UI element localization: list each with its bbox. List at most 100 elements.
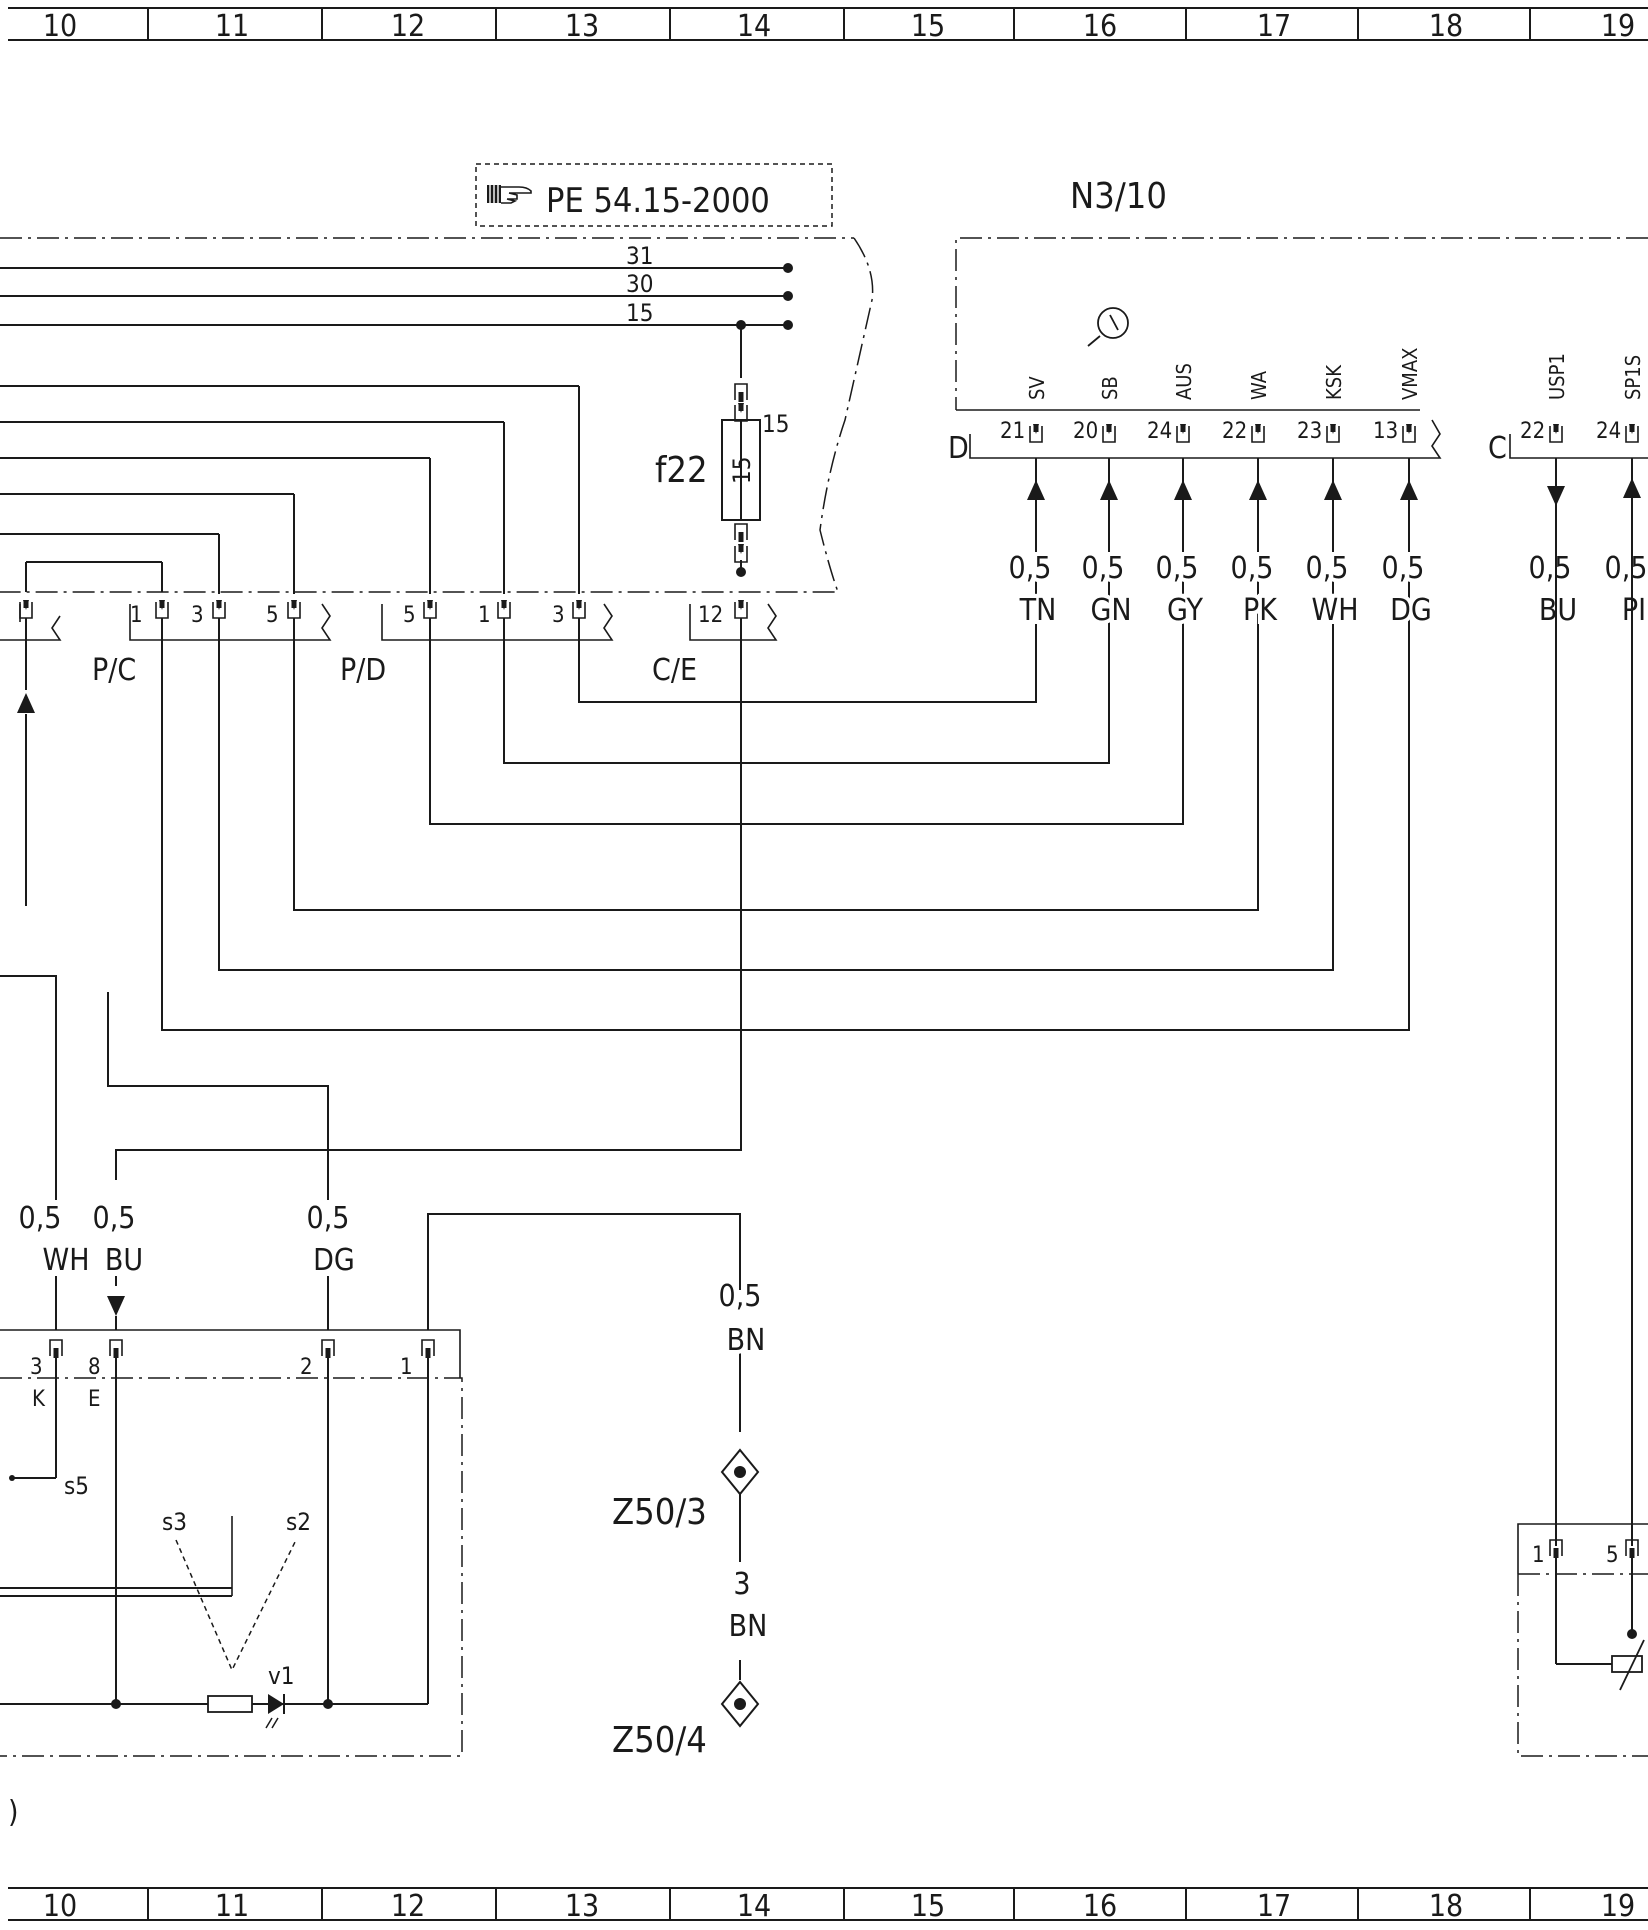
wire-gauge: 0,5 [1082, 551, 1125, 586]
pd-pin-3: 3 [552, 603, 565, 628]
fuse-pin-label: 15 [762, 410, 789, 438]
wire-color: BU [1539, 593, 1577, 628]
module-n3-10[interactable]: N3/10 D C SV210,5TNSB200,5GNAUS240,5GYWA… [948, 176, 1648, 632]
lower-wire-wh-color: WH [43, 1243, 90, 1278]
top-ruler-col-16: 16 [1083, 9, 1117, 44]
pin-number: 22 [1222, 419, 1247, 444]
wire-color: PI [1622, 593, 1646, 628]
wire-gauge: 0,5 [1605, 551, 1648, 586]
pin-number: 13 [1373, 419, 1398, 444]
pin-signal-label: SP1S [1621, 355, 1645, 400]
pin-signal-label: USP1 [1545, 353, 1569, 400]
sw-pin-1: 1 [400, 1355, 413, 1380]
pin-number: 20 [1073, 419, 1098, 444]
rb-pin-1: 1 [1532, 1543, 1545, 1568]
connector-ce-label[interactable]: C/E [652, 653, 697, 688]
lower-wire-wh-gauge: 0,5 [19, 1201, 62, 1236]
pin-number: 24 [1147, 419, 1172, 444]
top-ruler-col-18: 18 [1429, 9, 1463, 44]
wire-color: PK [1243, 593, 1278, 628]
top-ruler-col-19: 19 [1601, 9, 1635, 44]
wire-gauge: 0,5 [1306, 551, 1349, 586]
top-ruler-col-14: 14 [737, 9, 771, 44]
sw-pin-3: 3 [30, 1355, 43, 1380]
lower-wire-bu-color: BU [105, 1243, 143, 1278]
wire-gauge: 0,5 [1009, 551, 1052, 586]
bottom-ruler-col-15: 15 [911, 1889, 945, 1924]
v1-label: v1 [268, 1662, 295, 1690]
wire-color: DG [1390, 593, 1432, 628]
wire-gauge: 0,5 [1529, 551, 1572, 586]
pin-signal-label: SB [1098, 376, 1122, 400]
switch-block[interactable]: 3 8 2 1 K E s5 s3 s2 v1 [0, 1213, 741, 1757]
pin-number: 21 [1000, 419, 1025, 444]
wire-gauge: 0,5 [1231, 551, 1274, 586]
wire-gauge: 0,5 [1382, 551, 1425, 586]
right-block[interactable]: 1 5 [1517, 514, 1648, 1757]
ground-point-upper-icon [720, 1448, 760, 1496]
lower-wire-dg-gauge: 0,5 [307, 1201, 350, 1236]
bottom-ruler-col-17: 17 [1257, 1889, 1291, 1924]
pc-pin-3: 3 [191, 603, 204, 628]
line-31-label: 31 [626, 242, 653, 270]
z50-3-label[interactable]: Z50/3 [612, 1492, 707, 1533]
wire-color: WH [1312, 593, 1359, 628]
top-ruler-col-15: 15 [911, 9, 945, 44]
line-15-label: 15 [626, 299, 653, 327]
module-name: N3/10 [1070, 176, 1167, 217]
pd-pin-5: 5 [403, 603, 416, 628]
sw-pin-8: 8 [88, 1355, 101, 1380]
ground-wire1-color: BN [727, 1323, 766, 1358]
top-ruler-col-11: 11 [215, 9, 249, 44]
top-ruler-col-13: 13 [565, 9, 599, 44]
wire-color: GY [1167, 593, 1203, 628]
pin-signal-label: VMAX [1398, 348, 1422, 400]
connector-row-mid: 1 3 5 5 1 3 12 P/C P/D C/E [0, 385, 778, 688]
s2-label: s2 [286, 1508, 311, 1536]
sw-pin-2: 2 [300, 1355, 313, 1380]
routed-wires [0, 618, 1410, 1200]
bottom-ruler-col-13: 13 [565, 1889, 599, 1924]
bottom-ruler-col-12: 12 [391, 1889, 425, 1924]
bottom-ruler-col-18: 18 [1429, 1889, 1463, 1924]
pc-pin-5: 5 [266, 603, 279, 628]
lower-wire-dg-color: DG [313, 1243, 355, 1278]
ground-wire1-gauge: 0,5 [719, 1279, 762, 1314]
top-ruler-col-10: 10 [43, 9, 77, 44]
fuse-rating: 15 [728, 457, 756, 484]
reference-text: PE 54.15-2000 [546, 181, 770, 221]
ground-wire2-gauge: 3 [733, 1567, 750, 1602]
unit-boundary [0, 237, 874, 593]
pin-number: 22 [1520, 419, 1545, 444]
connector-d-label: D [948, 431, 969, 466]
pointing-hand-icon [487, 185, 532, 204]
fuse-f22[interactable]: f22 15 15 [655, 325, 789, 577]
ground-point-lower-icon [720, 1680, 760, 1728]
led-v1-icon [265, 1694, 285, 1729]
pc-pin-1: 1 [130, 603, 143, 628]
z50-4-label[interactable]: Z50/4 [612, 1720, 707, 1761]
rb-pin-5: 5 [1606, 1543, 1619, 1568]
connector-pc-label[interactable]: P/C [92, 653, 136, 688]
reference-box[interactable]: PE 54.15-2000 [475, 163, 833, 227]
connector-pd-label[interactable]: P/D [340, 653, 386, 688]
bottom-ruler-col-10: 10 [43, 1889, 77, 1924]
lower-wire-bu-gauge: 0,5 [93, 1201, 136, 1236]
top-ruler-col-17: 17 [1257, 9, 1291, 44]
sw-sub-e: E [88, 1387, 101, 1412]
power-bus: 31 30 15 [0, 242, 793, 330]
transistor-icon [1087, 307, 1129, 347]
sw-sub-k: K [32, 1387, 46, 1412]
lower-wire-labels: 0,5 WH 0,5 BU 0,5 DG [15, 1197, 359, 1282]
